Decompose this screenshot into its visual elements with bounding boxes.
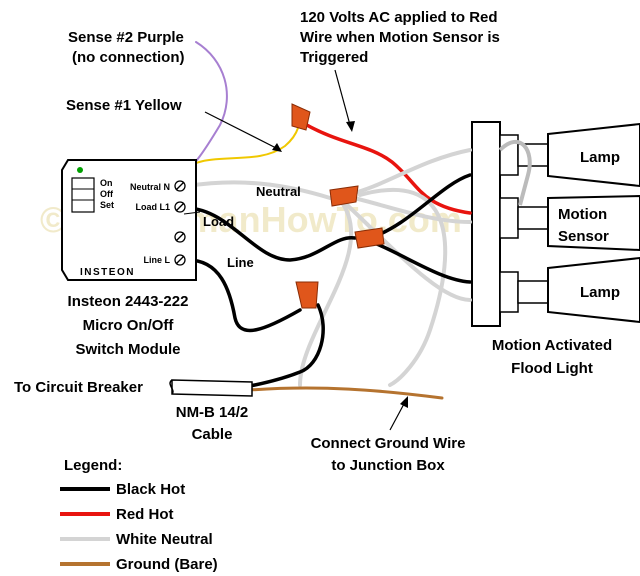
button-off-label: Off [100, 189, 114, 199]
sense2-label-line1: Sense #2 Purple [68, 29, 184, 46]
legend-item-black: Black Hot [60, 481, 185, 498]
flood-caption-line1: Motion Activated [492, 337, 612, 354]
flood-caption-line2: Flood Light [511, 360, 593, 377]
cable-label-line2: Cable [192, 426, 233, 443]
lamp-top-label: Lamp [580, 149, 620, 166]
wire-nut-load [354, 227, 385, 249]
white-neutral-wire-6 [358, 187, 448, 387]
black-load-wire [186, 206, 357, 262]
wire-nuts [291, 103, 385, 309]
ground-note-line1: Connect Ground Wire [311, 435, 466, 452]
white-neutral-wire-3 [348, 195, 472, 224]
button-on-label: On [100, 178, 113, 188]
black-line-wire [186, 258, 302, 333]
legend-label-black: Black Hot [116, 481, 185, 498]
flood-light-fixture [471, 121, 640, 327]
top-note-line3: Triggered [300, 49, 368, 66]
terminal-line-label: Line L [144, 255, 171, 265]
lamp-bottom-housing [547, 256, 640, 324]
button-set-label: Set [100, 200, 114, 210]
legend-label-ground: Ground (Bare) [116, 556, 218, 573]
wire-nut-top [291, 103, 311, 131]
legend-item-ground: Ground (Bare) [60, 556, 218, 573]
status-led [77, 167, 83, 173]
purple-sense-wire [179, 41, 228, 179]
top-note-line1: 120 Volts AC applied to Red [300, 9, 498, 26]
sense2-label-line2: (no connection) [72, 49, 185, 66]
top-note-line2: Wire when Motion Sensor is [300, 29, 500, 46]
module-caption-line1: Insteon 2443-222 [68, 293, 189, 310]
white-neutral-wire-5 [298, 198, 354, 387]
wire-nut-line [295, 281, 319, 309]
white-neutral-wire-4 [343, 201, 472, 302]
module-brand: INSTEON [80, 267, 135, 278]
terminal-neutral-label: Neutral N [130, 182, 170, 192]
black-fixture-wire-2 [370, 240, 472, 284]
legend-title: Legend: [64, 457, 122, 474]
module-caption-line3: Switch Module [76, 341, 181, 358]
module-caption-line2: Micro On/Off [83, 317, 175, 334]
nm-b-cable [169, 379, 253, 397]
ground-note-line2: to Junction Box [331, 457, 445, 474]
terminal-load-label: Load L1 [135, 202, 170, 212]
legend-label-red: Red Hot [116, 506, 174, 523]
cable-label-line1: NM-B 14/2 [176, 404, 249, 421]
ground-wire [248, 386, 444, 400]
legend-item-white: White Neutral [60, 531, 213, 548]
neutral-label: Neutral [256, 184, 301, 199]
red-hot-wire [303, 122, 472, 215]
line-label: Line [227, 255, 254, 270]
white-neutral-wire-2 [348, 148, 472, 196]
legend: Legend: Black Hot Red Hot White Neutral … [60, 457, 218, 573]
legend-item-red: Red Hot [60, 506, 174, 523]
sense1-label: Sense #1 Yellow [66, 97, 182, 114]
wire-nut-neutral [329, 185, 359, 207]
insteon-module: On Off Set Neutral N Load L1 Line L INST… [61, 159, 197, 281]
lamp-top-housing [547, 122, 640, 188]
load-label: Load [203, 214, 234, 229]
terminal-screws [174, 180, 186, 266]
button-panel [71, 177, 95, 213]
annotation-labels: Sense #2 Purple (no connection) Sense #1… [14, 9, 620, 474]
motion-sensor-label-line1: Motion [558, 206, 607, 223]
lamp-bottom-label: Lamp [580, 284, 620, 301]
legend-label-white: White Neutral [116, 531, 213, 548]
motion-sensor-housing [547, 194, 640, 252]
motion-sensor-label-line2: Sensor [558, 228, 609, 245]
circuit-breaker-label: To Circuit Breaker [14, 379, 143, 396]
white-neutral-wire-1 [186, 180, 332, 200]
wires [179, 41, 472, 400]
black-supply-wire [248, 303, 325, 388]
